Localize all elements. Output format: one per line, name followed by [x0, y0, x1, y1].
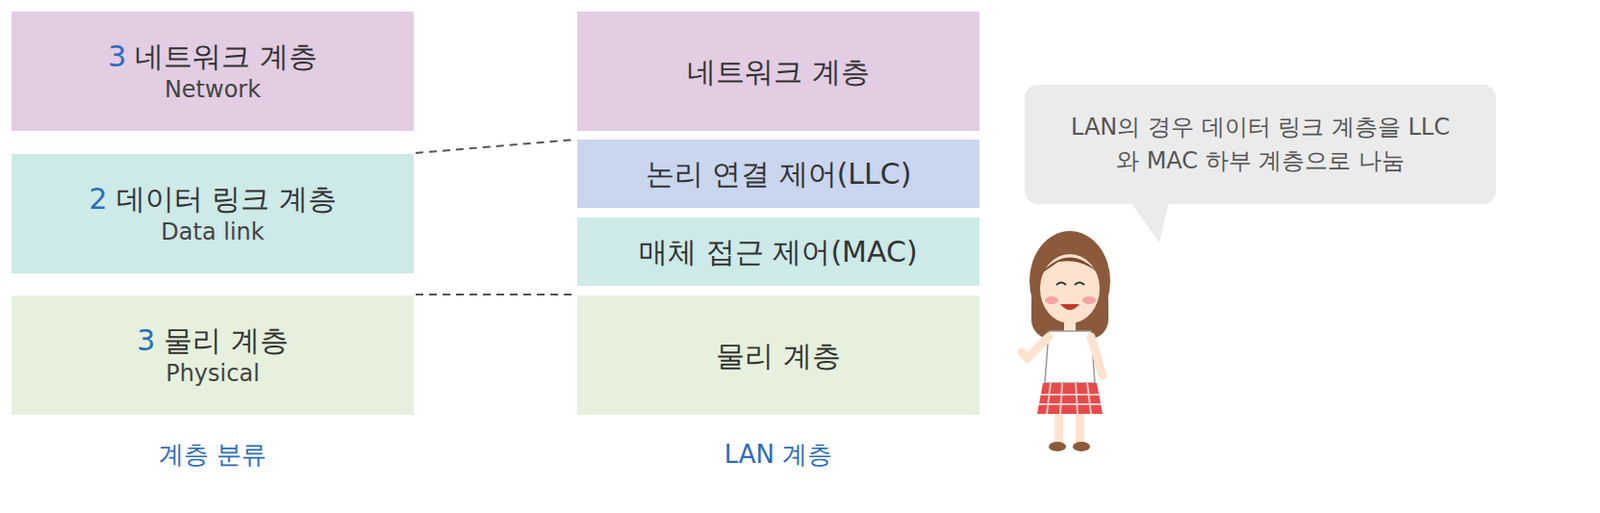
layer-number: 3 [107, 39, 127, 74]
text-line: 네트워크 계층 [686, 52, 870, 91]
speech-bubble: LAN의 경우 데이터 링크 계층을 LLC와 MAC 하부 계층으로 나눔 [1024, 84, 1497, 204]
layer-text: 네트워크 계층 [686, 54, 870, 89]
layer-box: 3네트워크 계층Network [11, 11, 414, 131]
column-caption: 계층 분류 [158, 437, 267, 472]
layer-text: Data link [160, 218, 264, 246]
layer-number: 3 [136, 323, 155, 357]
text-line: 물리 계층 [715, 336, 841, 375]
text-line: LAN의 경우 데이터 링크 계층을 LLC와 MAC 하부 계층으로 나눔 [1067, 110, 1453, 178]
column-caption: LAN 계층 [724, 437, 834, 472]
text-line: 매체 접근 제어(MAC) [638, 232, 917, 271]
dashed-guide [415, 293, 576, 296]
text-line: 3네트워크 계층 [107, 37, 318, 76]
bubble-tail [1130, 202, 1169, 243]
sublayer-box: 논리 연결 제어(LLC) [577, 139, 980, 208]
girl-figure [1021, 230, 1111, 452]
lan-layer-box: 물리 계층 [577, 295, 980, 415]
text-line: 논리 연결 제어(LLC) [645, 154, 913, 193]
layer-box: 3물리 계층Physical [11, 295, 414, 415]
text-line: Physical [165, 358, 260, 389]
layer-text: 물리 계층 [163, 323, 289, 357]
layer-text: 물리 계층 [715, 338, 841, 373]
text-line: 3물리 계층 [136, 321, 289, 359]
sublayer-box: 매체 접근 제어(MAC) [577, 217, 980, 286]
dashed-guide [415, 139, 576, 153]
layer-text: Physical [165, 359, 260, 387]
layer-text: 논리 연결 제어(LLC) [645, 156, 913, 191]
text-line: Network [164, 75, 261, 105]
layer-text: LAN의 경우 데이터 링크 계층을 LLC와 MAC 하부 계층으로 나눔 [1070, 113, 1450, 175]
text-line: 2 데이터 링크 계층 [88, 179, 336, 218]
layer-box: 2 데이터 링크 계층Data link [11, 153, 414, 274]
layer-text: 네트워크 계층 [134, 39, 318, 74]
layer-number: 2 [88, 181, 107, 216]
lan-layer-box: 네트워크 계층 [577, 11, 980, 131]
text-line: Data link [160, 217, 264, 248]
layer-text: 데이터 링크 계층 [116, 181, 337, 216]
layer-text: Network [164, 76, 261, 103]
layer-text: 매체 접근 제어(MAC) [638, 234, 917, 269]
